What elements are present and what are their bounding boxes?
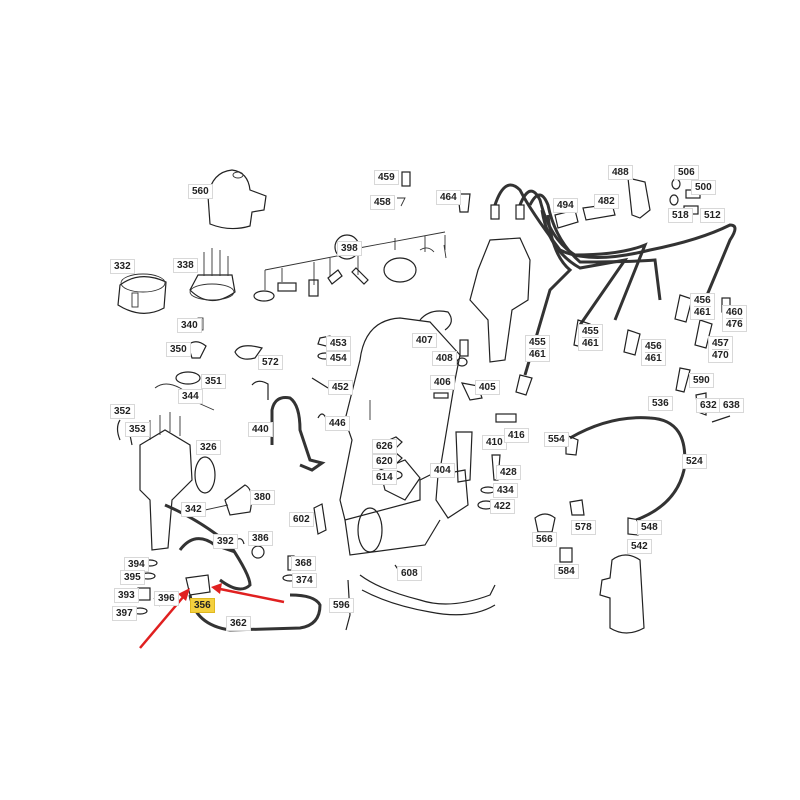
part-label-455: 455 <box>582 326 599 337</box>
left-fasteners-drawing <box>132 503 351 631</box>
part-label-405[interactable]: 405 <box>475 380 500 395</box>
part-label-460: 460 <box>726 307 743 318</box>
part-label-542[interactable]: 542 <box>627 539 652 554</box>
part-label-461: 461 <box>529 348 546 360</box>
part-label-590[interactable]: 590 <box>689 373 714 388</box>
part-label-326[interactable]: 326 <box>196 440 221 455</box>
upper-connectors-drawing <box>397 171 471 213</box>
part-label-398[interactable]: 398 <box>337 241 362 256</box>
part-label-620[interactable]: 620 <box>372 454 397 469</box>
part-label-461: 461 <box>645 352 662 364</box>
part-label-416[interactable]: 416 <box>504 428 529 443</box>
part-label-368[interactable]: 368 <box>291 556 316 571</box>
part-label-453[interactable]: 453 <box>326 336 351 351</box>
part-label-396[interactable]: 396 <box>154 591 179 606</box>
part-label-602[interactable]: 602 <box>289 512 314 527</box>
part-label-536[interactable]: 536 <box>648 396 673 411</box>
part-label-332[interactable]: 332 <box>110 259 135 274</box>
part-label-374[interactable]: 374 <box>292 573 317 588</box>
part-label-457: 457 <box>712 338 729 349</box>
part-label-446[interactable]: 446 <box>325 416 350 431</box>
part-label-638[interactable]: 638 <box>719 398 744 413</box>
part-label-596[interactable]: 596 <box>329 598 354 613</box>
part-label-362[interactable]: 362 <box>226 616 251 631</box>
part-label-434[interactable]: 434 <box>493 483 518 498</box>
distributor-cap-drawing <box>189 248 236 302</box>
part-label-578[interactable]: 578 <box>571 520 596 535</box>
part-label-452[interactable]: 452 <box>328 380 353 395</box>
part-label-386[interactable]: 386 <box>248 531 273 546</box>
part-label-455: 455 <box>529 337 546 348</box>
low-tension-wire-drawing <box>164 503 322 632</box>
ignition-coil-drawing <box>534 392 731 634</box>
part-label-397[interactable]: 397 <box>112 606 137 621</box>
ignition-wire-harness-drawing <box>490 183 737 396</box>
part-label-488[interactable]: 488 <box>608 165 633 180</box>
part-label-338[interactable]: 338 <box>173 258 198 273</box>
part-label-407[interactable]: 407 <box>412 333 437 348</box>
highlighted-part-label-356[interactable]: 356 <box>190 598 215 613</box>
rotor-drawing <box>117 273 167 314</box>
part-label-395[interactable]: 395 <box>120 570 145 585</box>
part-label-512[interactable]: 512 <box>700 208 725 223</box>
part-label-614[interactable]: 614 <box>372 470 397 485</box>
part-label-608[interactable]: 608 <box>397 566 422 581</box>
part-label-404[interactable]: 404 <box>430 463 455 478</box>
part-label-554[interactable]: 554 <box>544 432 569 447</box>
part-label-380[interactable]: 380 <box>250 490 275 505</box>
part-label-393[interactable]: 393 <box>114 588 139 603</box>
part-label-518[interactable]: 518 <box>668 208 693 223</box>
part-label-494[interactable]: 494 <box>553 198 578 213</box>
part-label-566[interactable]: 566 <box>532 532 557 547</box>
cap-cover-drawing <box>207 169 267 230</box>
part-label-584[interactable]: 584 <box>554 564 579 579</box>
bolt-set-drawing <box>253 231 447 302</box>
part-label-500[interactable]: 500 <box>691 180 716 195</box>
part-label-626[interactable]: 626 <box>372 439 397 454</box>
part-label-548[interactable]: 548 <box>637 520 662 535</box>
part-label-456: 456 <box>645 341 662 352</box>
part-label-461: 461 <box>582 337 599 349</box>
part-label-524[interactable]: 524 <box>682 454 707 469</box>
part-label-456: 456 <box>694 295 711 306</box>
part-label-428[interactable]: 428 <box>496 465 521 480</box>
part-label-406[interactable]: 406 <box>430 375 455 390</box>
part-label-459[interactable]: 459 <box>374 170 399 185</box>
part-label-464[interactable]: 464 <box>436 190 461 205</box>
part-label-352[interactable]: 352 <box>110 404 135 419</box>
part-label-454[interactable]: 454 <box>326 351 351 366</box>
part-label-392[interactable]: 392 <box>213 534 238 549</box>
part-label-408[interactable]: 408 <box>432 351 457 366</box>
part-label-458[interactable]: 458 <box>370 195 395 210</box>
part-label-350[interactable]: 350 <box>166 342 191 357</box>
distributor-body-drawing <box>469 237 531 363</box>
part-label-344[interactable]: 344 <box>178 389 203 404</box>
part-label-506[interactable]: 506 <box>674 165 699 180</box>
part-label-470: 470 <box>712 349 729 361</box>
part-label-340[interactable]: 340 <box>177 318 202 333</box>
part-label-482[interactable]: 482 <box>594 194 619 209</box>
part-label-476: 476 <box>726 318 743 330</box>
part-label-440[interactable]: 440 <box>248 422 273 437</box>
part-label-342[interactable]: 342 <box>181 502 206 517</box>
part-label-572[interactable]: 572 <box>258 355 283 370</box>
part-label-353[interactable]: 353 <box>125 422 150 437</box>
arrow-2 <box>219 587 285 604</box>
part-label-560[interactable]: 560 <box>188 184 213 199</box>
part-label-410[interactable]: 410 <box>482 435 507 450</box>
part-label-461: 461 <box>694 306 711 318</box>
part-label-632[interactable]: 632 <box>696 398 721 413</box>
part-label-422[interactable]: 422 <box>490 499 515 514</box>
part-label-351[interactable]: 351 <box>201 374 226 389</box>
